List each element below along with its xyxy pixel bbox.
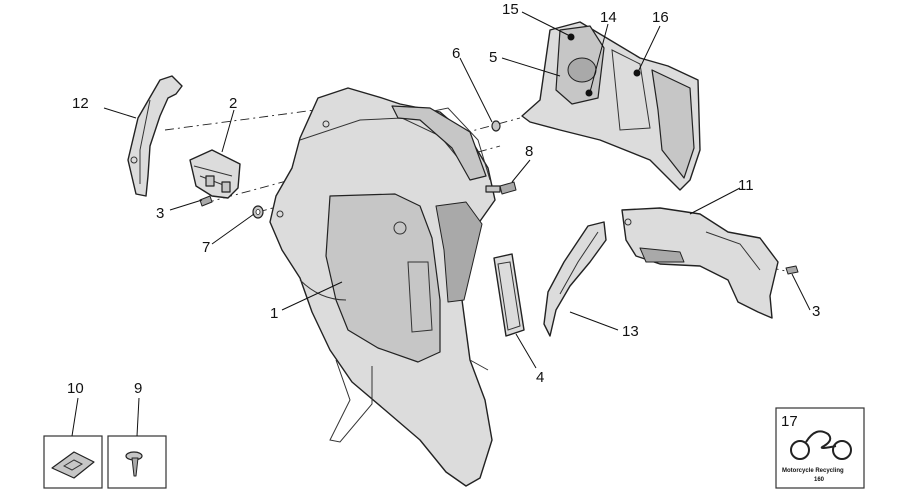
part-3-screw-left <box>199 195 213 207</box>
callout-15: 15 <box>502 1 519 18</box>
callout-13: 13 <box>622 323 639 340</box>
callout-4: 4 <box>536 369 544 386</box>
part-6-grommet <box>491 120 501 132</box>
callout-11: 11 <box>738 177 754 194</box>
part-9-screw-box <box>107 435 167 489</box>
part-4-grille-panel <box>493 253 525 337</box>
callout-labels: 1 2 3 3 4 5 6 7 8 9 10 11 12 13 14 15 16 <box>67 1 820 397</box>
callout-7: 7 <box>202 239 210 256</box>
callout-10: 10 <box>67 380 84 397</box>
part-13-side-trim <box>543 221 607 337</box>
badge-line-2: 160 <box>814 477 825 483</box>
callout-2: 2 <box>229 95 237 112</box>
part-10-clip-nut-box <box>43 435 103 489</box>
part-5-glove-box <box>521 21 701 191</box>
callout-17: 17 <box>781 413 798 430</box>
badge-line-1: Motorcycle Recycling <box>782 468 844 474</box>
callout-14: 14 <box>600 9 617 26</box>
motorcycle-recycling-icon <box>790 430 852 460</box>
callout-9: 9 <box>134 380 142 397</box>
callout-6: 6 <box>452 45 460 62</box>
part-1-inner-shield <box>269 87 496 487</box>
part-2-bracket <box>189 149 241 199</box>
callout-5: 5 <box>489 49 497 66</box>
callout-12: 12 <box>72 95 89 112</box>
callout-3-right: 3 <box>812 303 820 320</box>
part-8-screw <box>485 181 517 195</box>
callout-8: 8 <box>525 143 533 160</box>
part-12-handle-trim <box>127 75 183 197</box>
leader-lines <box>71 11 811 437</box>
part-11-side-bracket <box>621 207 779 319</box>
callout-3-left: 3 <box>156 205 164 222</box>
part-7-washer <box>252 205 264 219</box>
part-3-screw-right <box>785 265 799 275</box>
callout-16: 16 <box>652 9 669 26</box>
part-17-recycling-badge: 17 Motorcycle Recycling 160 <box>775 407 865 489</box>
callout-1: 1 <box>270 305 278 322</box>
